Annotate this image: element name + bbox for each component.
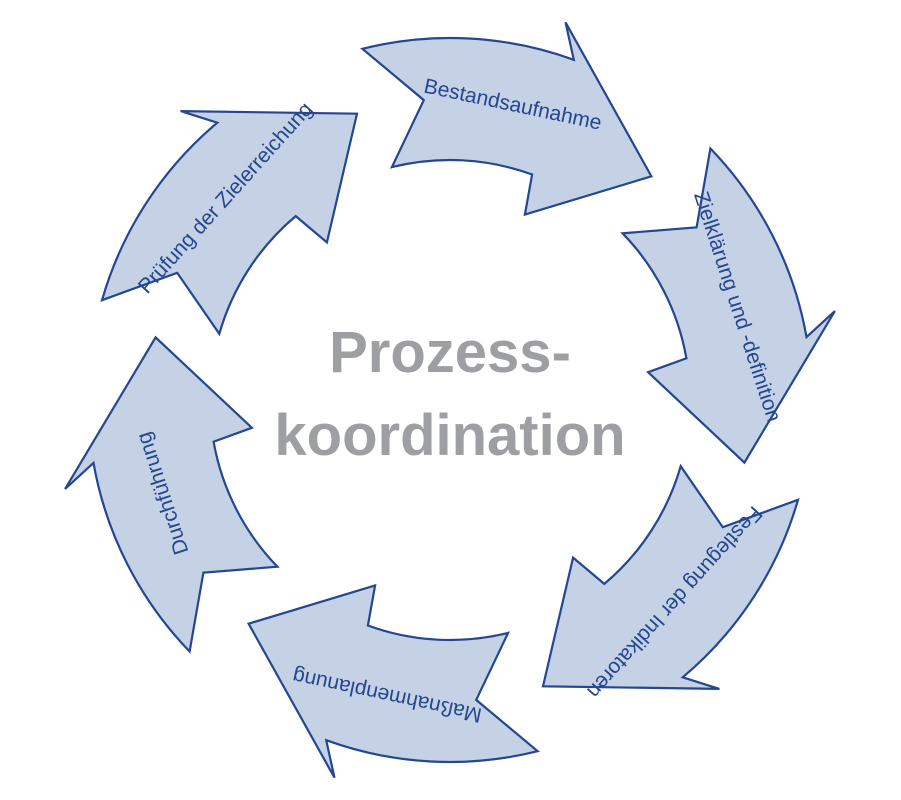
arrow-shape: [100, 110, 359, 337]
center-title-line1: Prozess-: [329, 320, 571, 385]
step-arrow-zielklaerung: Zielklärung und -definition: [620, 146, 836, 465]
step-arrow-durchfuehrung: Durchführung: [64, 335, 280, 654]
arrow-shape: [541, 463, 800, 690]
arrow-shape: [64, 335, 280, 654]
arrow-shape: [246, 583, 540, 779]
step-arrow-massnahmenplanung: Maßnahmenplanung: [246, 583, 540, 779]
arrow-shape: [620, 146, 836, 465]
step-arrow-bestandsaufnahme: Bestandsaufnahme: [360, 21, 654, 217]
step-arrow-pruefung-zielerreichung: Prüfung der Zielerreichung: [100, 98, 359, 337]
step-arrow-festlegung-indikatoren: Festlegung der Indikatoren: [541, 463, 800, 703]
center-title-line2: koordination: [274, 403, 625, 468]
arrow-shape: [360, 21, 654, 217]
